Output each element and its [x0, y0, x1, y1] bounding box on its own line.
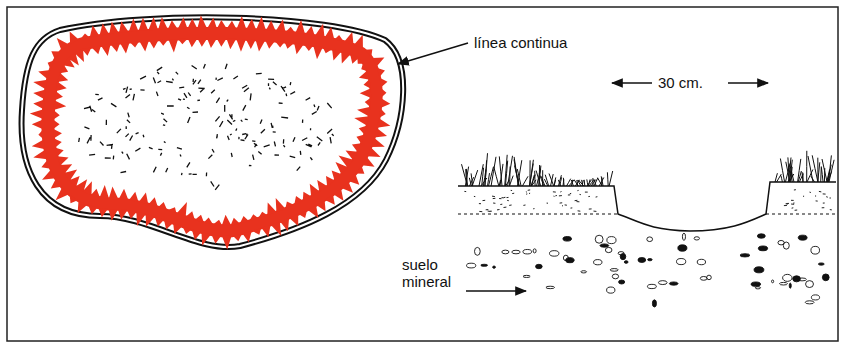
dimension-label: 30 cm.: [658, 74, 703, 91]
pebble: [755, 287, 760, 289]
callout-label: suelo mineral: [402, 256, 466, 290]
pebble: [638, 258, 646, 263]
leader-arrow: [466, 290, 526, 292]
pebble: [605, 247, 612, 252]
pebble: [783, 274, 792, 281]
pebble: [740, 254, 750, 257]
pebble: [805, 301, 814, 304]
pebble: [789, 283, 791, 288]
pebble: [652, 300, 656, 307]
pebble: [822, 274, 829, 281]
pebble: [523, 275, 530, 277]
pebble: [758, 246, 767, 251]
pebble: [594, 260, 602, 265]
debris-specks: [79, 64, 334, 190]
pebble: [647, 284, 656, 288]
pebble: [677, 259, 686, 265]
duff-texture: [464, 190, 831, 212]
pebble: [620, 253, 626, 259]
burn-area: [22, 15, 404, 249]
pebble: [798, 278, 807, 281]
pebble: [563, 237, 572, 242]
pebble: [694, 237, 699, 240]
duff-base: [458, 214, 836, 215]
pebble: [697, 259, 705, 264]
organic-layer: [464, 190, 831, 212]
pebble: [751, 282, 760, 286]
pebble: [481, 264, 488, 266]
fire-front: [30, 15, 391, 249]
pebble: [811, 246, 820, 254]
pebble: [536, 264, 543, 268]
pebble: [502, 250, 509, 254]
pebble: [757, 234, 765, 238]
pebble: [566, 258, 574, 263]
pebble: [467, 263, 476, 268]
pebble: [658, 281, 667, 285]
flame-tips: [30, 15, 391, 249]
pebble: [780, 282, 788, 285]
pebble: [595, 235, 603, 243]
burnt-debris: [79, 64, 334, 190]
pebble: [700, 276, 707, 280]
dimension-arrow: [612, 82, 652, 84]
mineral-soil: [467, 233, 830, 307]
pebble: [493, 266, 496, 268]
fireline-section: [458, 151, 836, 307]
pebble: [772, 280, 774, 283]
pebble: [610, 269, 618, 272]
pebble: [682, 233, 685, 240]
leader-arrow: [398, 43, 468, 64]
callout-label: línea continua: [474, 34, 567, 51]
pebble: [581, 271, 587, 273]
ground-profile: [458, 182, 836, 231]
pebble: [678, 245, 687, 251]
pebble: [546, 286, 555, 288]
pebble: [523, 249, 532, 253]
pebble: [512, 250, 520, 254]
fire-ring: [48, 33, 376, 231]
pebble: [475, 247, 481, 255]
pebble: [798, 235, 807, 240]
pebble: [612, 274, 618, 279]
pebble: [619, 280, 625, 284]
pebble: [647, 237, 653, 242]
dimension-arrow: [728, 82, 768, 84]
pebble: [624, 261, 628, 264]
pebble: [669, 282, 678, 285]
pebble: [754, 267, 764, 273]
pebble: [811, 295, 819, 300]
pebble: [648, 259, 653, 261]
pebble: [783, 242, 789, 249]
pebble: [806, 281, 814, 288]
pebble: [818, 263, 824, 265]
frame: [7, 7, 838, 341]
vegetation: [462, 151, 835, 186]
pebble: [607, 237, 616, 244]
grass-tufts: [462, 151, 835, 186]
pebble: [607, 287, 615, 293]
pebble: [533, 249, 536, 253]
pebble: [549, 251, 558, 257]
pebble: [600, 244, 609, 247]
